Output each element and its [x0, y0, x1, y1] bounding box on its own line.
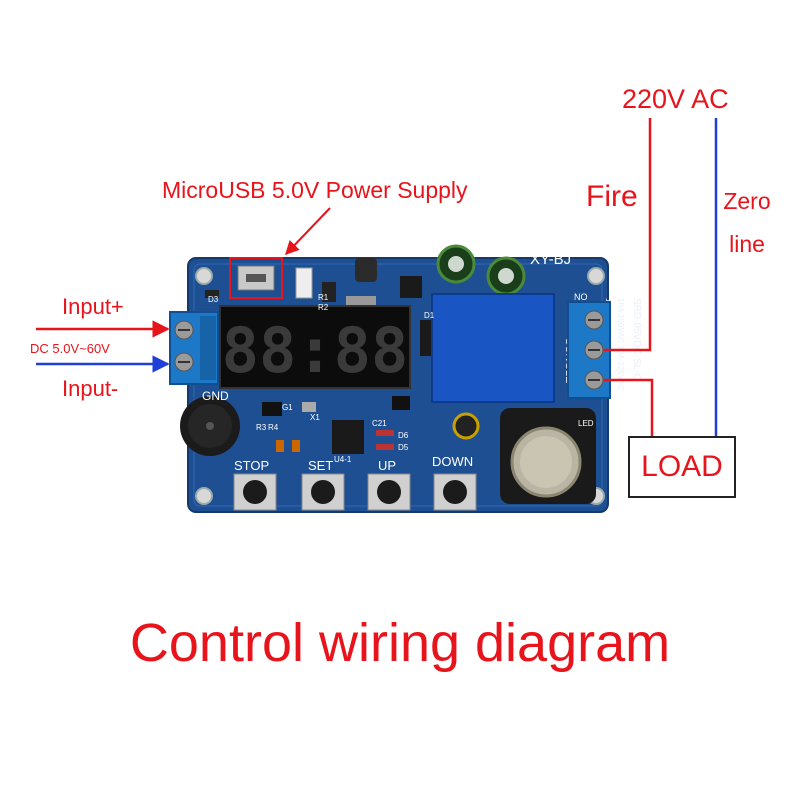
output-terminal-block — [567, 301, 611, 399]
set-button[interactable] — [301, 473, 345, 511]
svg-text:R2: R2 — [318, 303, 329, 312]
svg-text:C21: C21 — [372, 419, 387, 428]
svg-text:NO: NO — [574, 292, 588, 302]
fire-wire — [604, 118, 652, 352]
input-terminal-block — [169, 311, 219, 385]
svg-text:LED: LED — [578, 419, 594, 428]
svg-text:D3: D3 — [208, 295, 219, 304]
input-minus-label: Input- — [62, 376, 119, 401]
svg-text:R3: R3 — [256, 423, 267, 432]
up-button-label: UP — [378, 458, 396, 473]
mounting-hole — [195, 267, 213, 285]
svg-text:D6: D6 — [398, 431, 409, 440]
load-wire — [604, 378, 654, 436]
usb-pointer-arrow — [285, 207, 331, 256]
svg-text:SRD-05VDC-SL-C: SRD-05VDC-SL-C — [631, 298, 642, 381]
display-digits: 88:88 — [222, 314, 409, 387]
down-button[interactable] — [433, 473, 477, 511]
ac-voltage-label: 220V AC — [622, 84, 729, 114]
svg-text:D5: D5 — [398, 443, 409, 452]
electrolytic-capacitors — [436, 244, 526, 440]
svg-text:R1: R1 — [318, 293, 329, 302]
mounting-hole — [587, 267, 605, 285]
set-button-label: SET — [308, 458, 333, 473]
buzzer — [180, 396, 240, 456]
up-button[interactable] — [367, 473, 411, 511]
down-button-label: DOWN — [432, 454, 473, 469]
svg-text:GND: GND — [202, 389, 229, 403]
button-row: STOP SET UP DOWN — [233, 454, 477, 511]
svg-text:G1: G1 — [282, 403, 293, 412]
svg-text:10A 250VAC 10A 125VAC: 10A 250VAC 10A 125VAC — [616, 298, 625, 391]
input-voltage-range-label: DC 5.0V~60V — [30, 341, 110, 356]
svg-text:D1: D1 — [424, 311, 435, 320]
zero-line-label: Zero line — [723, 188, 771, 257]
stop-button[interactable] — [233, 473, 277, 511]
svg-text:XY-BJ: XY-BJ — [530, 251, 571, 268]
silkscreen-labels: XY-BJ GND D3 D1 R1 R2 R3 R4 C21 D6 D5 G1… — [202, 251, 594, 464]
svg-text:X1: X1 — [310, 413, 320, 422]
relay: SRD-05VDC-SL-C 10A 250VAC 10A 125VAC 10A… — [431, 293, 642, 403]
fire-label: Fire — [586, 180, 638, 213]
seven-segment-display: 88:88 — [219, 305, 411, 389]
stop-button-label: STOP — [234, 458, 269, 473]
mounting-hole — [195, 487, 213, 505]
input-plus-label: Input+ — [62, 294, 124, 319]
load-box: LOAD — [628, 436, 736, 498]
svg-text:U4-1: U4-1 — [334, 455, 352, 464]
diagram-title: Control wiring diagram — [129, 613, 671, 673]
battery-holder — [500, 408, 596, 504]
svg-text:R4: R4 — [268, 423, 279, 432]
micro-usb-port — [229, 257, 283, 299]
usb-power-label: MicroUSB 5.0V Power Supply — [162, 177, 468, 203]
